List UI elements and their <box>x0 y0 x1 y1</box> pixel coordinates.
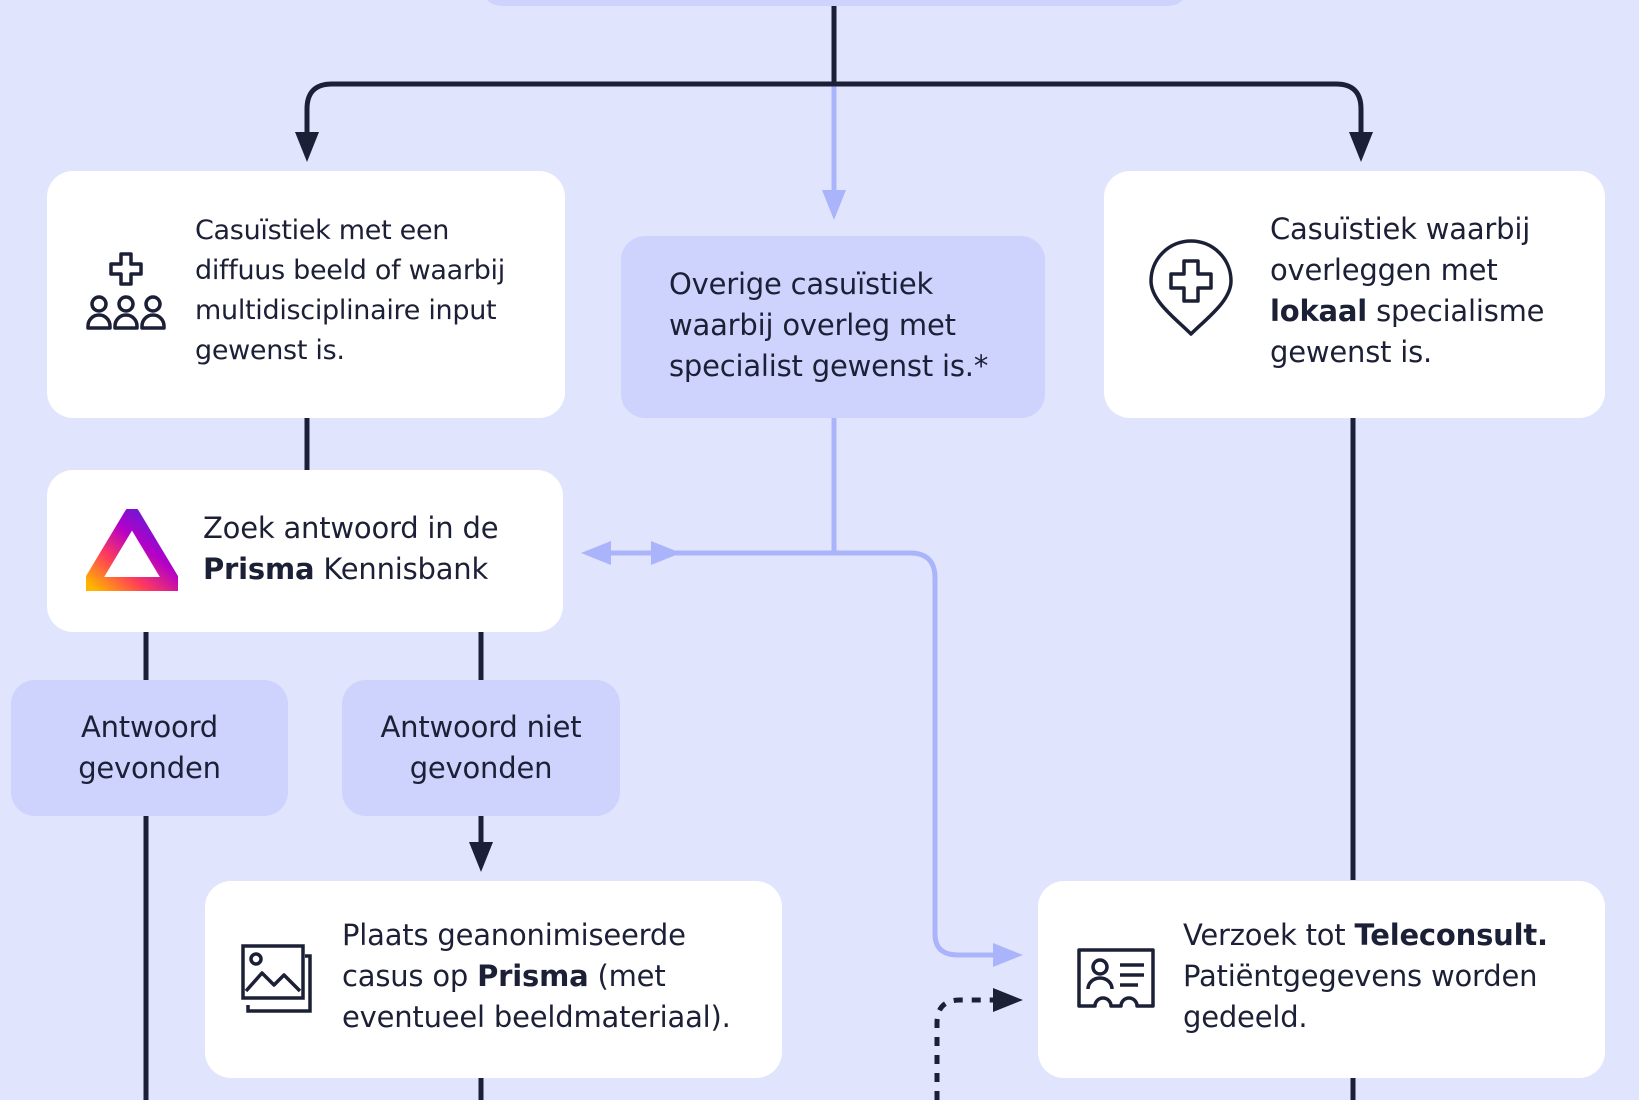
place-case-text-part1: Plaats geanonimiseerde casus op <box>342 918 686 993</box>
place-case-text-part2: (met eventueel beeldmateriaal). <box>342 959 731 1034</box>
teleconsult-text: Verzoek tot Teleconsult. Patiëntgegevens… <box>1183 915 1583 1038</box>
connector-dashed-to-teleconsult <box>934 988 1023 1100</box>
teleconsult-text-part1: Verzoek tot <box>1183 918 1346 952</box>
top-source-box <box>486 0 1184 6</box>
local-specialism-text-part1: Casuïstiek waarbij overleggen met <box>1270 212 1531 287</box>
node-answer-not-found: Antwoord niet gevonden <box>342 680 620 816</box>
node-local-specialism: Casuïstiek waarbij overleggen met lokaal… <box>1104 171 1605 418</box>
prisma-search-text-part1: Zoek antwoord in de <box>203 511 499 545</box>
teleconsult-text-part2: Patiëntgegevens worden gedeeld. <box>1183 959 1538 1034</box>
place-case-bold: Prisma <box>477 959 589 993</box>
node-answer-found: Antwoord gevonden <box>11 680 288 816</box>
medical-team-icon <box>86 252 166 330</box>
patient-id-card-icon <box>1077 948 1155 1008</box>
place-case-text: Plaats geanonimiseerde casus op Prisma (… <box>342 915 772 1038</box>
teleconsult-bold: Teleconsult. <box>1354 918 1548 952</box>
local-specialism-bold: lokaal <box>1270 294 1368 328</box>
node-other-cases: Overige casuïstiek waarbij overleg met s… <box>621 236 1045 418</box>
prisma-search-text: Zoek antwoord in de Prisma Kennisbank <box>203 508 543 590</box>
prisma-search-bold: Prisma <box>203 552 315 586</box>
location-cross-icon <box>1149 239 1233 336</box>
local-specialism-text: Casuïstiek waarbij overleggen met lokaal… <box>1270 209 1590 373</box>
multidisciplinary-text: Casuïstiek met een diffuus beeld of waar… <box>195 215 505 366</box>
prisma-logo-icon <box>86 509 178 591</box>
answer-found-text: Antwoord gevonden <box>78 710 221 785</box>
node-place-case: Plaats geanonimiseerde casus op Prisma (… <box>205 881 782 1078</box>
connector-right-branch <box>834 81 1373 162</box>
node-multidisciplinary: Casuïstiek met een diffuus beeld of waar… <box>47 171 565 418</box>
node-teleconsult: Verzoek tot Teleconsult. Patiëntgegevens… <box>1038 881 1605 1078</box>
local-specialism-text-part2: specialisme gewenst is. <box>1270 294 1545 369</box>
node-prisma-search: Zoek antwoord in de Prisma Kennisbank <box>47 470 563 632</box>
answer-not-found-text: Antwoord niet gevonden <box>380 710 582 785</box>
connector-to-teleconsult <box>618 550 1023 967</box>
other-cases-text: Overige casuïstiek waarbij overleg met s… <box>669 267 989 383</box>
prisma-search-text-part2: Kennisbank <box>323 552 489 586</box>
image-gallery-icon <box>241 944 312 1013</box>
connector-left-branch <box>295 81 834 162</box>
